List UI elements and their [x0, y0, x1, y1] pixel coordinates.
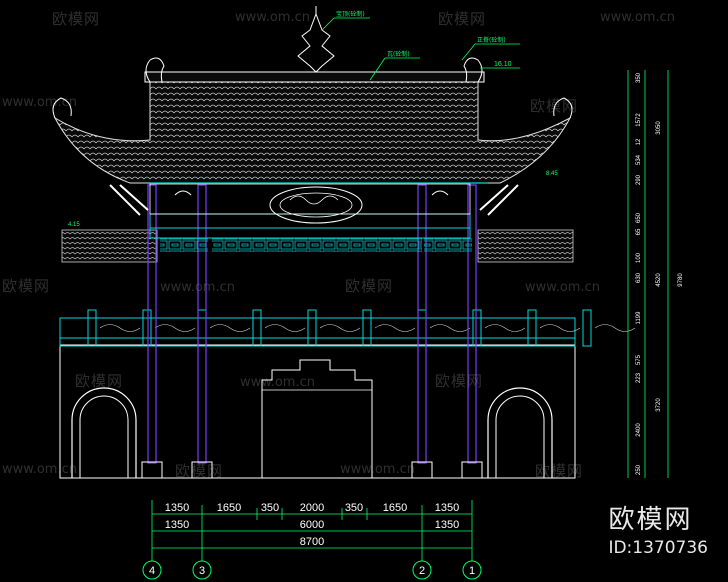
dimension-lines: [151, 500, 473, 555]
column-base: [411, 461, 433, 479]
ridge-note: 正脊(砼制): [477, 36, 506, 44]
side-dim-label: 575: [636, 354, 642, 365]
right-bracket: [479, 184, 519, 216]
column-base: [141, 461, 163, 479]
brand-badge: 欧模网 ID:1370736: [608, 499, 708, 558]
side-dim-label: 4520: [656, 273, 662, 287]
dim-label: 1650: [383, 502, 407, 514]
dim-label: 1650: [217, 502, 241, 514]
right-eave-ornament: [553, 97, 573, 119]
side-dim-label: 9780: [678, 273, 684, 287]
side-dim-label: 1199: [636, 311, 642, 325]
roof-finial: [297, 6, 335, 73]
dim-label: 1350: [435, 519, 459, 531]
side-dim-label: 650: [636, 212, 642, 223]
columns: [141, 184, 483, 479]
dim-label: 1350: [165, 519, 189, 531]
dim-label: 2000: [300, 502, 324, 514]
column: [197, 184, 207, 464]
roof-ridge: [144, 71, 485, 83]
axis-label: 1: [469, 565, 475, 577]
side-dim-label: 534: [636, 154, 642, 165]
lower-wall: [59, 344, 576, 479]
side-dim-label: 350: [636, 72, 642, 83]
tile-note: 瓦(砼制): [387, 50, 410, 58]
balustrade: [59, 309, 636, 347]
axis-label: 4: [149, 565, 155, 577]
axis-bubble: [142, 560, 162, 580]
side-dim-label: 12: [636, 138, 642, 145]
column-base: [461, 461, 483, 479]
right-side-roof: [477, 229, 574, 263]
elev-ridge: 16.10: [494, 61, 512, 68]
side-dim-label: 100: [636, 252, 642, 263]
left-bracket: [109, 184, 149, 216]
elev-lower: 4.15: [68, 222, 80, 228]
finial-note: 宝顶(砼制): [336, 10, 365, 18]
dim-label: 1350: [435, 502, 459, 514]
side-dim-label: 65: [636, 228, 642, 235]
fretwork-left: [160, 238, 208, 252]
fretwork-right: [424, 238, 472, 252]
side-dim-label: 290: [636, 174, 642, 185]
left-eave-ornament: [52, 97, 72, 119]
column: [467, 184, 477, 464]
side-dim-label: 223: [636, 372, 642, 383]
model-id: ID:1370736: [608, 538, 708, 558]
side-dim-label: 2400: [636, 423, 642, 437]
left-side-roof: [61, 229, 158, 263]
left-ridge-beast: [145, 57, 165, 83]
side-dim-label: 1572: [636, 113, 642, 127]
dim-total: 8700: [300, 536, 324, 548]
axis-bubble: [192, 560, 212, 580]
side-dim-label: 630: [636, 272, 642, 283]
axis-bubble: [412, 560, 432, 580]
column: [417, 184, 427, 464]
right-ridge-beast: [463, 57, 483, 83]
side-dim-label: 250: [636, 464, 642, 475]
fretwork-mid: [212, 238, 422, 252]
axis-label: 3: [199, 565, 205, 577]
side-dimension-lines: [627, 70, 669, 478]
annotation-leaders: [321, 17, 520, 81]
side-dim-label: 3050: [656, 121, 662, 135]
dim-label: 6000: [300, 519, 324, 531]
axis-bubble: [462, 560, 482, 580]
main-roof: [53, 81, 572, 184]
dim-label: 350: [261, 502, 279, 514]
column: [147, 184, 157, 464]
carved-frieze: [149, 183, 471, 224]
dim-label: 350: [345, 502, 363, 514]
elev-eave: 8.45: [546, 171, 558, 177]
axis-label: 2: [419, 565, 425, 577]
side-dim-label: 3720: [656, 398, 662, 412]
dim-label: 1350: [165, 502, 189, 514]
brand-logo: 欧模网: [608, 505, 693, 535]
column-base: [191, 461, 213, 479]
